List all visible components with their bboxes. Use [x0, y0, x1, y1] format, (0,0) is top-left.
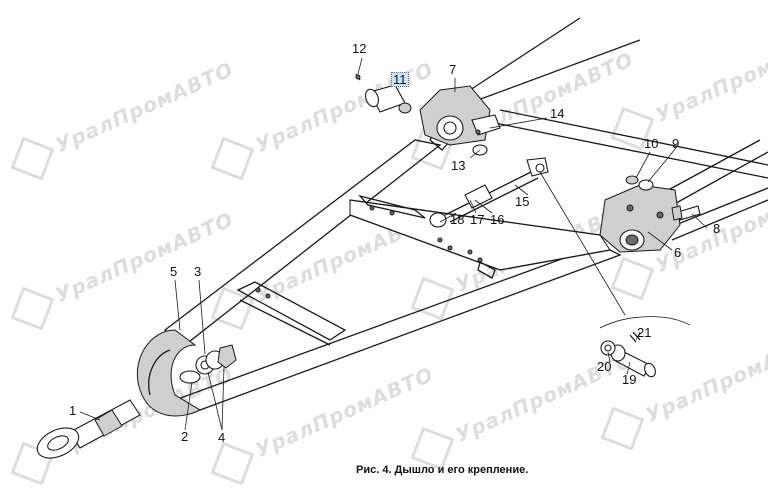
- callout-20: 20: [597, 359, 612, 374]
- lower-bracket: [599, 175, 701, 253]
- callout-7: 7: [449, 62, 457, 77]
- callout-5: 5: [170, 264, 178, 279]
- callout-3: 3: [194, 264, 202, 279]
- pin-assembly: [599, 316, 691, 378]
- callout-21: 21: [637, 325, 652, 340]
- callout-1: 1: [69, 403, 77, 418]
- drawbar-frame: [163, 98, 622, 411]
- callout-12: 12: [352, 41, 367, 56]
- callout-9: 9: [672, 136, 680, 151]
- callout-6: 6: [674, 245, 682, 260]
- callout-17: 17: [470, 212, 485, 227]
- upper-bracket: [355, 73, 501, 156]
- figure-caption: Рис. 4. Дышло и его крепление.: [356, 464, 529, 476]
- callout-14: 14: [550, 106, 565, 121]
- leader-lines: [79, 57, 708, 431]
- nut-and-washers: [179, 344, 237, 384]
- callout-15: 15: [515, 194, 530, 209]
- callout-18: 18: [450, 212, 465, 227]
- callout-16: 16: [490, 212, 505, 227]
- callout-13: 13: [451, 158, 466, 173]
- frame-rails: [469, 17, 768, 241]
- callout-4: 4: [218, 430, 226, 445]
- callout-11: 11: [391, 72, 409, 87]
- callout-10: 10: [644, 136, 659, 151]
- front-coupling: [36, 329, 202, 459]
- callout-19: 19: [622, 372, 637, 387]
- callout-2: 2: [181, 429, 189, 444]
- callout-8: 8: [713, 221, 721, 236]
